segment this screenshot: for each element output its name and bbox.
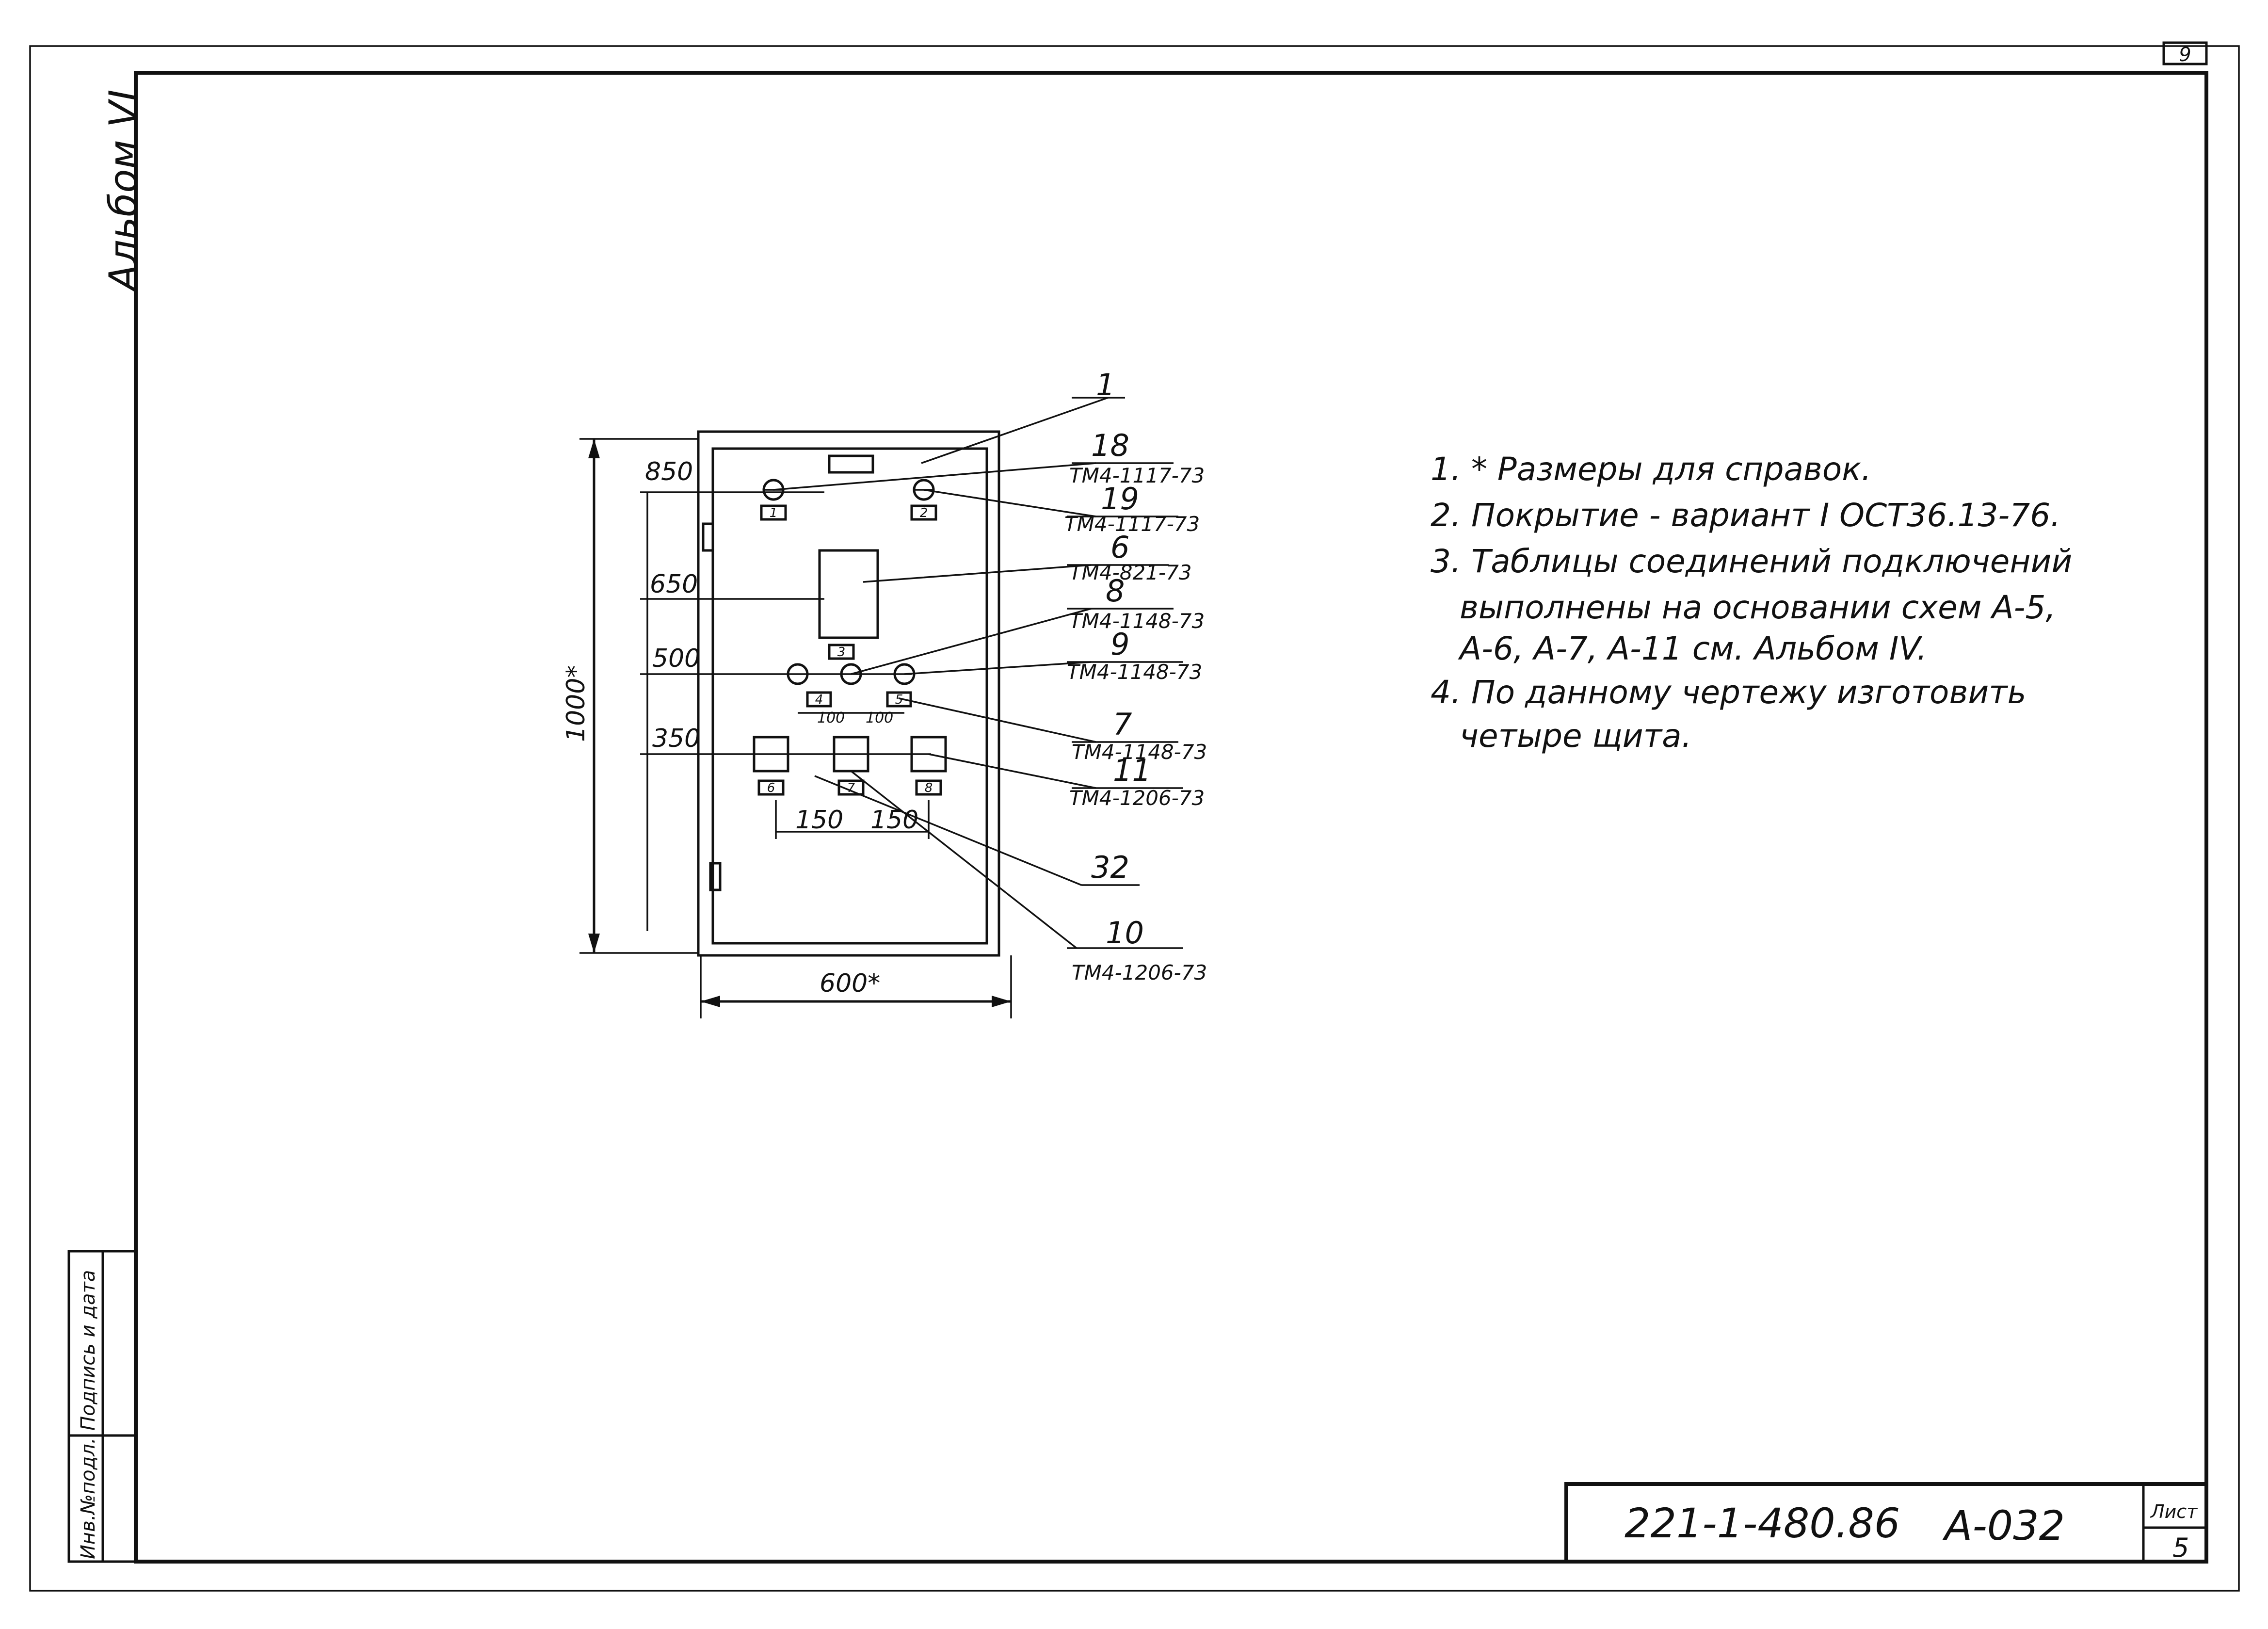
hinge-bottom [709,862,722,891]
callout-8-code: ТМ4-1148-73 [1069,609,1205,633]
switch-8 [840,663,862,685]
album-label: Альбом VI [101,90,146,293]
callout-8-pos: 8 [1106,573,1125,609]
plate-8-label: 8 [925,781,933,795]
callout-10-code: ТМ4-1206-73 [1072,961,1207,984]
plate-5 [886,691,912,708]
top-label-slot [828,454,874,474]
plate-2 [910,504,937,521]
note-3-line2: выполнены на основании схем А-5, [1460,589,2056,626]
leader-10 [850,770,1078,949]
leader-lines [773,397,1183,949]
leader-19 [923,489,1096,517]
doc-code: 221-1-480.86 [1625,1500,1900,1547]
level-dim-650: 650 [650,570,698,599]
plate-7-label: 7 [847,781,855,795]
outer-trim-border [29,45,2240,1592]
plate-7 [837,779,865,796]
width-arrow-left [701,996,720,1007]
notes-block: 1. * Размеры для справок. 2. Покрытие - … [1431,451,2072,755]
level-dim-850: 850 [645,457,693,486]
callout-19-code: ТМ4-1117-73 [1064,512,1200,536]
leader-1 [921,397,1109,464]
plate-6-label: 6 [767,781,775,795]
note-2: 2. Покрытие - вариант I ОСТ36.13-76. [1431,497,2060,534]
callout-9-code: ТМ4-1148-73 [1067,660,1202,684]
callout-32-pos: 32 [1091,850,1129,885]
callout-6-code: ТМ4-821-73 [1069,561,1192,584]
plate-2-label: 2 [920,506,928,520]
corner-number-box [2162,41,2208,65]
leader-11 [928,753,1096,789]
leader-9 [904,661,1092,675]
note-3-line1: 3. Таблицы соединений подключений [1431,543,2072,580]
signature-date-label: Подпись и дата [77,1270,99,1431]
spacing-150-right: 150 [870,806,918,835]
plate-6 [757,779,785,796]
height-arrow-top [588,439,600,458]
plate-5-label: 5 [895,693,903,707]
note-4-line1: 4. По данному чертежу изготовить [1431,674,2027,711]
side-stamp: Инв.№подл. Подпись и дата [67,1250,138,1563]
spacing-100-left: 100 [817,710,845,726]
plate-8 [915,779,942,796]
leader-32 [814,775,1082,886]
callout-1-pos: 1 [1096,367,1115,403]
note-4-line2: четыре щита. [1460,717,1692,755]
note-3-line3: А-6, А-7, А-11 см. Альбом IV. [1458,630,1927,667]
plate-1-label: 1 [770,506,778,520]
leader-6 [863,564,1092,583]
callout-11-code: ТМ4-1206-73 [1069,786,1205,810]
switch-left [787,663,809,685]
callout-11-pos: 11 [1113,753,1151,788]
leader-7 [899,697,1096,743]
callout-18-pos: 18 [1091,428,1129,463]
callout-7-pos: 7 [1113,707,1132,742]
height-dim: 1000* [562,665,591,742]
callout-19-pos: 19 [1101,481,1139,516]
plate-3-label: 3 [837,645,846,660]
drawing-code: А-032 [1942,1502,2065,1549]
width-dim: 600* [820,969,880,998]
width-arrow-right [992,996,1011,1007]
button-11 [910,736,947,773]
level-dim-500: 500 [652,644,700,673]
cabinet-door [711,447,988,945]
callout-9-pos: 9 [1110,627,1129,662]
hinge-top [702,522,714,552]
level-dim-350: 350 [652,724,700,753]
main-frame [134,71,2208,1564]
callout-10-pos: 10 [1106,915,1144,951]
plate-4-label: 4 [815,693,823,707]
callout-18-code: ТМ4-1117-73 [1069,464,1205,487]
panel-drawing: 1000* 850 650 500 350 1 2 3 4 5 [562,367,1207,1018]
title-block-box [1564,1482,2208,1564]
plate-3 [828,644,855,660]
callout-7-code: ТМ4-1148-73 [1072,740,1207,764]
title-block: 221-1-480.86 А-032 Лист 5 [1564,1482,2208,1564]
button-left [753,736,789,773]
leader-8 [851,608,1092,675]
height-arrow-bottom [588,934,600,953]
plate-1 [760,504,787,521]
instrument-6 [818,549,879,639]
sheet-label: Лист [2150,1501,2198,1522]
corner-number: 9 [2179,44,2191,66]
leader-18 [773,462,1096,491]
callout-6-pos: 6 [1110,530,1129,565]
sheet-number: 5 [2172,1532,2189,1563]
inv-number-label: Инв.№подл. [77,1437,99,1559]
cabinet-outline [697,430,1000,957]
spacing-100-right: 100 [866,710,893,726]
spacing-150-left: 150 [795,806,843,835]
note-1: 1. * Размеры для справок. [1431,451,1871,488]
plate-4 [806,691,832,708]
